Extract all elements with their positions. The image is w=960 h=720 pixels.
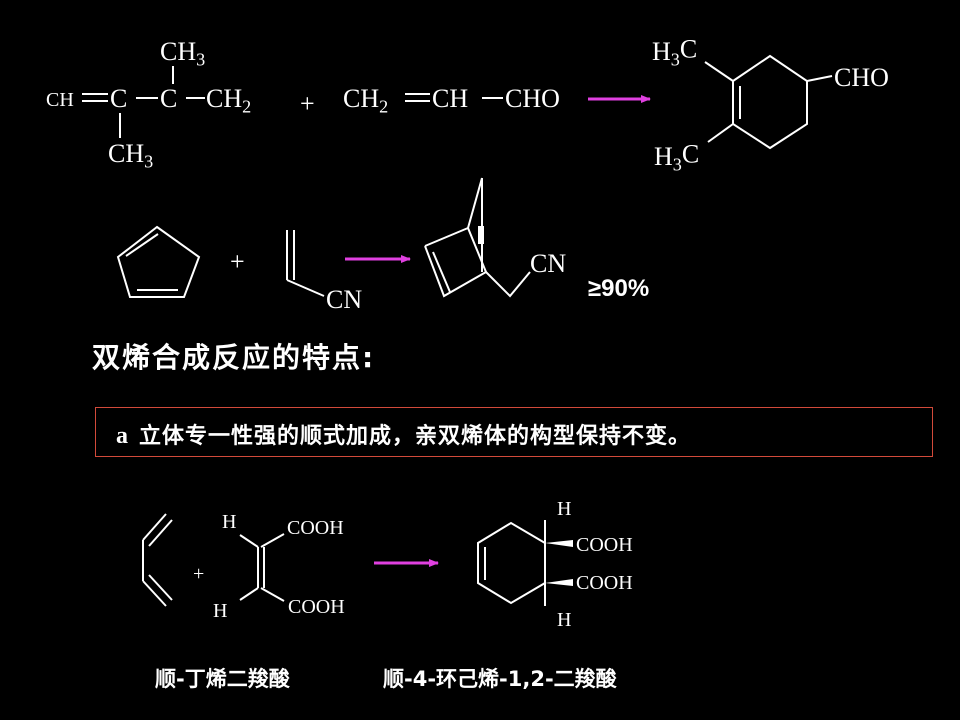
section-heading: 双烯合成反应的特点: xyxy=(92,341,376,374)
reaction-2 xyxy=(116,177,531,298)
diene-c1: C xyxy=(110,84,127,113)
diene-ch: CH xyxy=(46,89,74,111)
caption-product: 顺-4-环己烯-1,2-二羧酸 xyxy=(383,667,617,691)
product-cn: CN xyxy=(530,249,566,278)
reaction-1-labels: CH3 CH C C CH2 CH3 + CH2 CH CHO H3C H3C … xyxy=(46,35,889,175)
feature-text: 立体专一性强的顺式加成，亲双烯体的构型保持不变。 xyxy=(139,424,692,449)
dienophile-ch: CH xyxy=(432,84,468,113)
maleic-cooh-bottom: COOH xyxy=(288,596,345,618)
reaction-3 xyxy=(142,513,546,607)
diene-ch3-top: CH3 xyxy=(160,37,205,69)
wedge-bonds xyxy=(545,540,573,586)
plus-sign-3: + xyxy=(193,563,204,585)
plus-sign-1: + xyxy=(300,89,315,118)
reaction-3-labels: + H H COOH COOH H H COOH COOH xyxy=(193,498,633,631)
product-h-bottom: H xyxy=(557,609,571,631)
product-cho: CHO xyxy=(834,63,889,92)
dienophile-ch2: CH2 xyxy=(343,84,388,116)
caption-maleic-acid: 顺-丁烯二羧酸 xyxy=(155,667,290,691)
diene-ch2: CH2 xyxy=(206,84,251,116)
reaction-2-labels: + CN CN xyxy=(230,247,566,314)
feature-box: a 立体专一性强的顺式加成，亲双烯体的构型保持不变。 xyxy=(95,407,933,457)
reagent-cn: CN xyxy=(326,285,362,314)
bridge-atom-marker xyxy=(478,226,484,244)
feature-letter: a xyxy=(116,423,129,449)
diene-c2: C xyxy=(160,84,177,113)
maleic-cooh-top: COOH xyxy=(287,517,344,539)
feature-statement: a 立体专一性强的顺式加成，亲双烯体的构型保持不变。 xyxy=(116,418,691,450)
maleic-h-top: H xyxy=(222,511,236,533)
product-cooh-bottom: COOH xyxy=(576,572,633,594)
reaction-1 xyxy=(82,54,833,150)
maleic-h-bottom: H xyxy=(213,600,227,622)
product-h3c-bottom: H3C xyxy=(654,140,699,175)
dienophile-cho: CHO xyxy=(505,84,560,113)
product-h-top: H xyxy=(557,498,571,520)
yield-label: ≥90% xyxy=(588,275,650,302)
plus-sign-2: + xyxy=(230,247,245,276)
product-cooh-top: COOH xyxy=(576,534,633,556)
product-h3c-top: H3C xyxy=(652,35,697,70)
diene-ch3-bottom: CH3 xyxy=(108,139,153,171)
